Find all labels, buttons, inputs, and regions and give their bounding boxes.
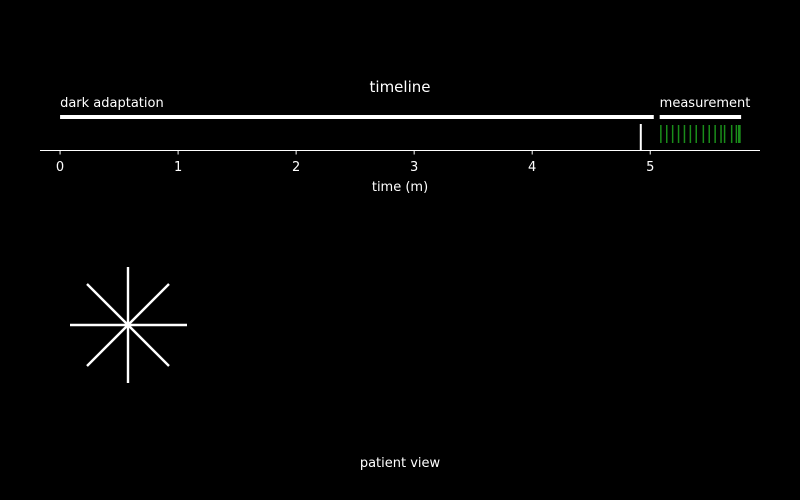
- x-axis-label: time (m): [372, 180, 428, 195]
- chart-title: timeline: [370, 78, 431, 96]
- patient-view-label: patient view: [360, 456, 441, 471]
- stimulus-events: [660, 125, 741, 143]
- x-tick-label: 0: [56, 160, 64, 175]
- x-tick-label: 3: [410, 160, 418, 175]
- phase-label-dark-adaptation: dark adaptation: [60, 96, 164, 111]
- phase-label-measurement: measurement: [660, 96, 751, 111]
- x-tick-label: 4: [528, 160, 536, 175]
- patient-view-panel: patient view: [70, 267, 441, 471]
- x-tick-label: 1: [174, 160, 182, 175]
- phase-bars: dark adaptation measurement: [60, 96, 751, 119]
- timeline-panel: timeline dark adaptation measurement 0 1 2 3…: [40, 78, 760, 195]
- x-tick-label: 2: [292, 160, 300, 175]
- x-ticks: 0 1 2 3 4 5: [56, 150, 654, 175]
- asterisk-fixation-icon: [70, 267, 187, 383]
- x-tick-label: 5: [646, 160, 654, 175]
